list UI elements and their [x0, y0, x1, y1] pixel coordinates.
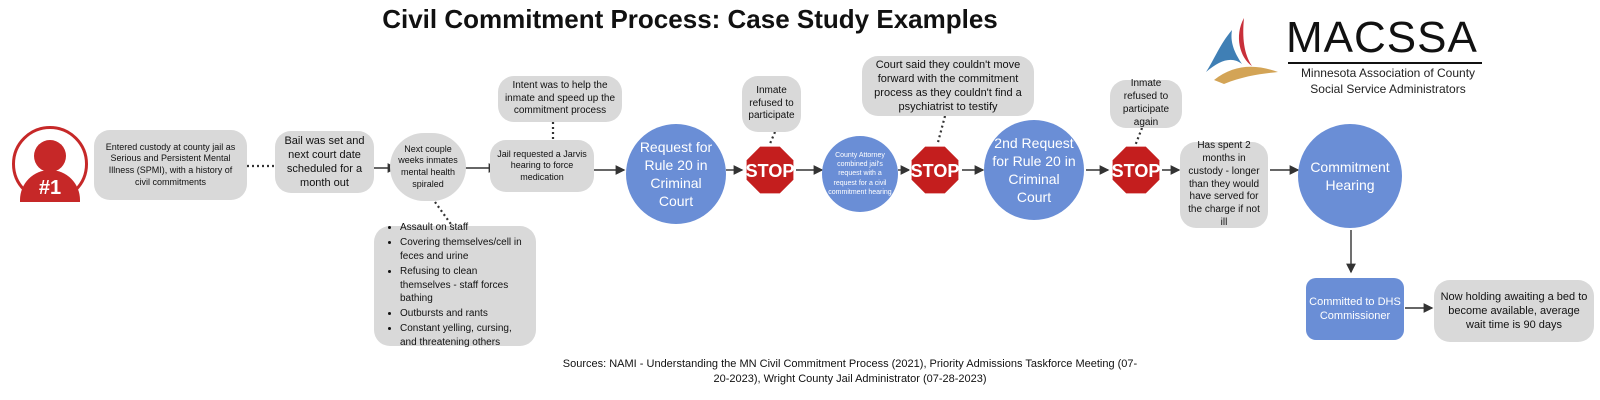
dotted-connector [434, 201, 454, 228]
step-committed-dhs: Committed to DHS Commissioner [1306, 278, 1404, 340]
note-inmate-refused: Inmate refused to participate [742, 76, 801, 132]
step-holding-bed: Now holding awaiting a bed to become ava… [1434, 280, 1594, 342]
step-jarvis-hearing: Jail requested a Jarvis hearing to force… [490, 140, 594, 192]
stop-sign-text: STOP [911, 161, 960, 181]
note-inmate-refused-again: Inmate refused to participate again [1110, 78, 1182, 128]
stop-sign-first: STOP [744, 144, 796, 196]
behavior-item: Outbursts and rants [400, 307, 530, 321]
sources-note: Sources: NAMI - Understanding the MN Civ… [562, 358, 1138, 386]
step-mental-health-spiraled: Next couple weeks inmates mental health … [390, 133, 466, 201]
case-number: #1 [38, 177, 62, 199]
case-badge: #1 [12, 126, 88, 202]
stop-sign-icon: STOP [909, 144, 961, 196]
macssa-logo: MACSSA Minnesota Association of County S… [1204, 13, 1494, 96]
macssa-logo-mark-icon [1206, 18, 1278, 84]
step-rule20-first-request: Request for Rule 20 in Criminal Court [626, 124, 726, 224]
step-county-attorney: County Attorney combined jail's request … [822, 136, 898, 212]
dotted-connector [1133, 127, 1144, 147]
step-two-months-custody: Has spent 2 months in custody - longer t… [1180, 140, 1268, 228]
logo-subtitle-line-1: Minnesota Association of County [1300, 66, 1476, 80]
logo-subtitle-line-2: Social Service Administrators [1310, 81, 1466, 96]
behaviors-list: Assault on staff Covering themselves/cel… [380, 221, 530, 350]
behavior-item: Covering themselves/cell in feces and ur… [400, 236, 530, 264]
step-commitment-hearing: Commitment Hearing [1298, 124, 1402, 228]
stop-sign-icon: STOP [744, 144, 796, 196]
behavior-item: Constant yelling, cursing, and threateni… [400, 322, 530, 350]
page-title: Civil Commitment Process: Case Study Exa… [382, 4, 998, 34]
behaviors-list-box: Assault on staff Covering themselves/cel… [374, 222, 536, 348]
behavior-item: Refusing to clean themselves - staff for… [400, 265, 530, 306]
step-rule20-second-request: 2nd Request for Rule 20 in Criminal Cour… [984, 120, 1084, 220]
stop-sign-third: STOP [1110, 144, 1162, 196]
logo-divider [1288, 62, 1482, 64]
stop-sign-icon: STOP [1110, 144, 1162, 196]
stop-sign-second: STOP [909, 144, 961, 196]
step-entered-custody: Entered custody at county jail as Seriou… [94, 130, 247, 200]
note-jarvis-intent: Intent was to help the inmate and speed … [498, 76, 622, 122]
dotted-connector [935, 115, 947, 147]
stop-sign-text: STOP [746, 161, 795, 181]
person-head-icon [34, 140, 66, 172]
behavior-item: Assault on staff [400, 221, 530, 235]
logo-subtitle: Minnesota Association of County Social S… [1288, 66, 1488, 97]
step-bail-set: Bail was set and next court date schedul… [275, 131, 374, 193]
stop-sign-text: STOP [1112, 161, 1161, 181]
logo-wordmark: MACSSA [1286, 13, 1478, 62]
note-no-psychiatrist: Court said they couldn't move forward wi… [862, 56, 1034, 116]
